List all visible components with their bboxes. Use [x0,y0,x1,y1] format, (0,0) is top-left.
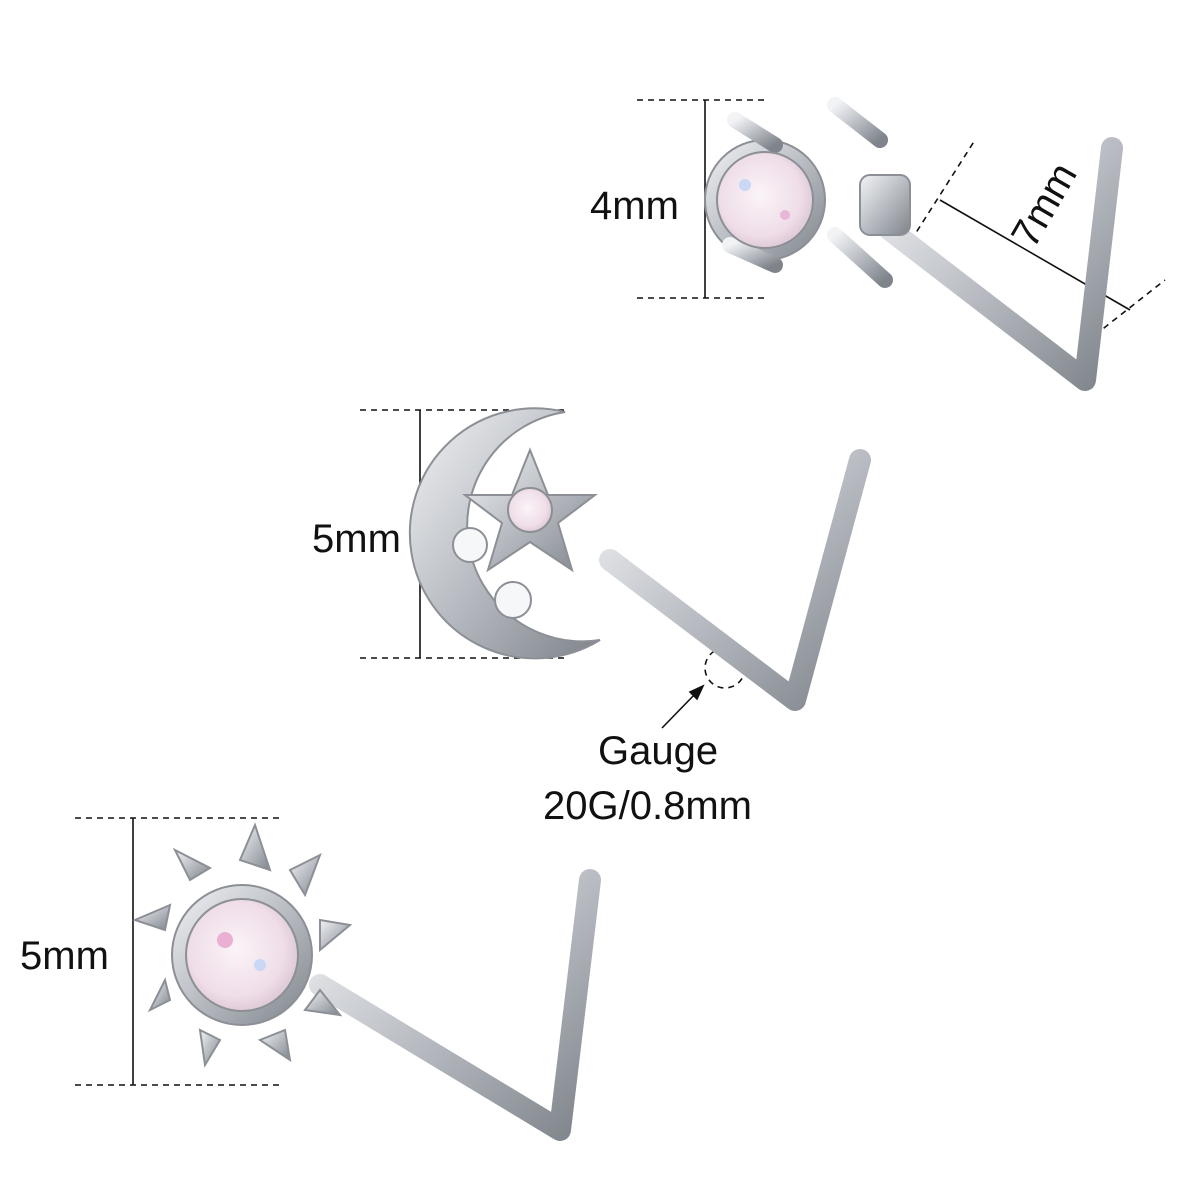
opal-prong-stud [704,97,1123,391]
gauge-title: Gauge [598,729,719,773]
moon-star-stud [408,407,871,711]
sun-opal-stud [132,822,601,1141]
gauge-value: 20G/0.8mm [543,784,752,828]
item2-height-label: 5mm [312,517,401,561]
item3-height-label: 5mm [20,934,109,978]
item1-height-label: 4mm [590,184,679,228]
gauge-arrow [661,684,705,729]
